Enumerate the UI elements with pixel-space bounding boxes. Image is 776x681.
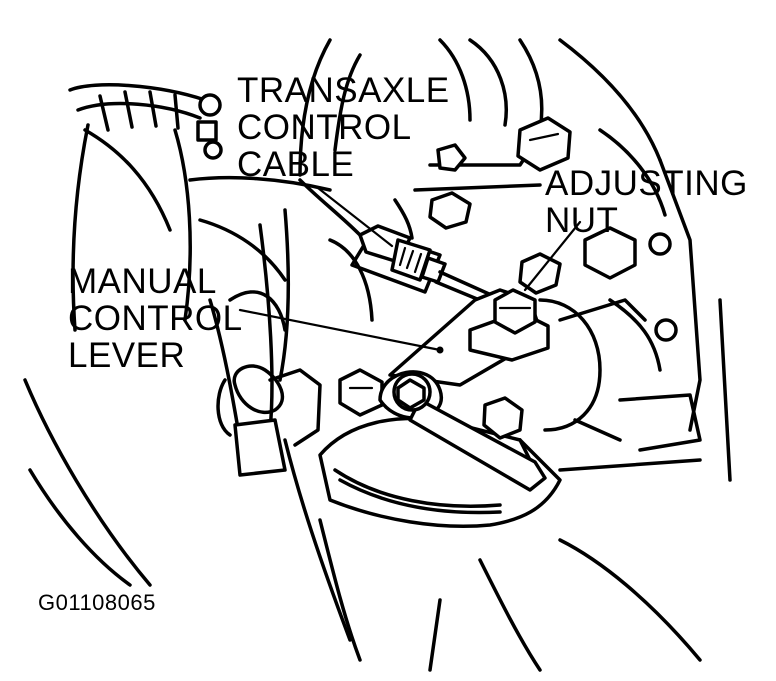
label-transaxle-line3: CABLE — [237, 145, 355, 184]
label-manual-line3: LEVER — [68, 336, 186, 375]
leader-adjusting-nut — [523, 220, 582, 292]
label-manual-line1: MANUAL — [68, 262, 217, 301]
bracket-bolt-left — [338, 368, 524, 440]
label-manual-line2: CONTROL — [68, 299, 243, 338]
label-transaxle-line1: TRANSAXLE — [237, 71, 450, 110]
transaxle-cable — [298, 178, 500, 308]
label-adjusting-line2: NUT — [545, 201, 619, 240]
hose-clamp — [196, 93, 223, 160]
small-bolt-top — [428, 143, 472, 230]
cable-clip — [216, 364, 322, 477]
hex-nut-upper — [516, 116, 572, 172]
leader-manual-lever — [238, 308, 442, 352]
label-transaxle-line2: CONTROL — [237, 108, 412, 147]
bolt-right-upper — [583, 226, 678, 342]
label-adjusting-line1: ADJUSTING — [545, 164, 748, 203]
leader-transaxle-cable — [316, 186, 394, 248]
mount-bracket-right — [538, 298, 647, 442]
adjusting-nut — [493, 252, 562, 335]
leader-lines — [238, 186, 582, 354]
figure-code: G01108065 — [38, 590, 156, 615]
